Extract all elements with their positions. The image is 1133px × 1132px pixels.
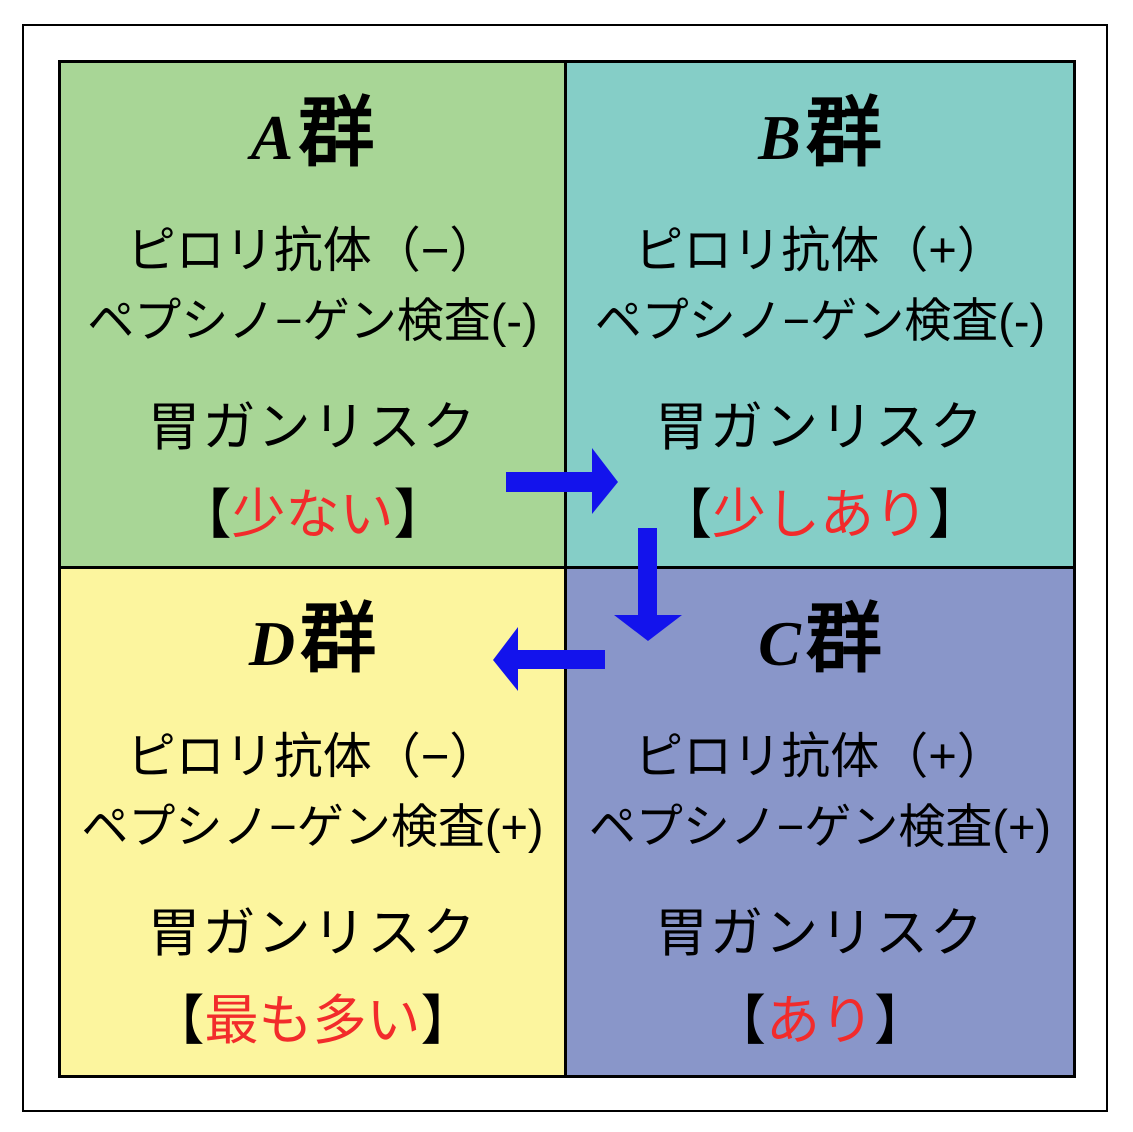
group-c-suffix: 群 <box>805 597 882 682</box>
quadrant-group-a: A群 ピロリ抗体（−） ペプシノ−ゲン検査(-) 胃ガンリスク 【少ない】 <box>61 63 567 569</box>
group-a-risk-value: 少ない <box>231 485 394 545</box>
group-c-bracket-open: 【 <box>712 991 766 1051</box>
group-a-bracket-close: 】 <box>393 485 448 545</box>
quadrant-group-b: B群 ピロリ抗体（+） ペプシノ−ゲン検査(-) 胃ガンリスク 【少しあり】 <box>567 63 1073 569</box>
group-b-title: B群 <box>567 91 1073 176</box>
group-d-risk-value: 最も多い <box>204 991 421 1051</box>
group-c-risk-value-line: 【あり】 <box>567 992 1073 1050</box>
group-b-letter: B <box>758 102 801 173</box>
group-b-pylori-antibody: ピロリ抗体（+） <box>634 224 1006 278</box>
quadrant-grid: A群 ピロリ抗体（−） ペプシノ−ゲン検査(-) 胃ガンリスク 【少ない】 B群… <box>58 60 1076 1078</box>
group-d-risk-label: 胃ガンリスク <box>147 904 478 963</box>
group-d-pepsinogen-test: ペプシノ−ゲン検査(+) <box>81 800 544 853</box>
group-c-risk-value: あり <box>766 991 874 1051</box>
group-a-risk-value-line: 【少ない】 <box>61 486 564 544</box>
group-b-risk-label: 胃ガンリスク <box>655 398 985 457</box>
group-c-title: C群 <box>567 597 1073 682</box>
group-d-pylori-antibody: ピロリ抗体（−） <box>126 730 499 784</box>
group-b-suffix: 群 <box>805 91 882 176</box>
group-a-pepsinogen-test: ペプシノ−ゲン検査(-) <box>87 294 538 347</box>
quadrant-group-d: D群 ピロリ抗体（−） ペプシノ−ゲン検査(+) 胃ガンリスク 【最も多い】 <box>61 569 567 1075</box>
group-a-bracket-open: 【 <box>177 485 232 545</box>
group-d-bracket-open: 【 <box>150 991 205 1051</box>
group-c-pylori-antibody: ピロリ抗体（+） <box>634 730 1006 784</box>
group-c-risk-label: 胃ガンリスク <box>655 904 985 963</box>
group-a-title: A群 <box>61 91 564 176</box>
group-c-bracket-close: 】 <box>874 991 928 1051</box>
group-b-bracket-close: 】 <box>928 485 982 545</box>
group-a-risk-label: 胃ガンリスク <box>147 398 478 457</box>
group-d-risk-value-line: 【最も多い】 <box>61 992 564 1050</box>
quadrant-group-c: C群 ピロリ抗体（+） ペプシノ−ゲン検査(+) 胃ガンリスク 【あり】 <box>567 569 1073 1075</box>
group-c-letter: C <box>758 608 801 679</box>
group-a-letter: A <box>250 102 294 173</box>
group-d-title: D群 <box>61 597 564 682</box>
group-a-pylori-antibody: ピロリ抗体（−） <box>126 224 499 278</box>
group-d-letter: D <box>248 608 296 679</box>
group-a-suffix: 群 <box>298 91 375 176</box>
group-c-pepsinogen-test: ペプシノ−ゲン検査(+) <box>588 800 1052 853</box>
group-b-bracket-open: 【 <box>658 485 712 545</box>
group-d-suffix: 群 <box>300 597 377 682</box>
group-b-pepsinogen-test: ペプシノ−ゲン検査(-) <box>594 294 1046 347</box>
group-b-risk-value-line: 【少しあり】 <box>567 486 1073 544</box>
group-d-bracket-close: 】 <box>420 991 475 1051</box>
group-b-risk-value: 少しあり <box>712 485 928 545</box>
